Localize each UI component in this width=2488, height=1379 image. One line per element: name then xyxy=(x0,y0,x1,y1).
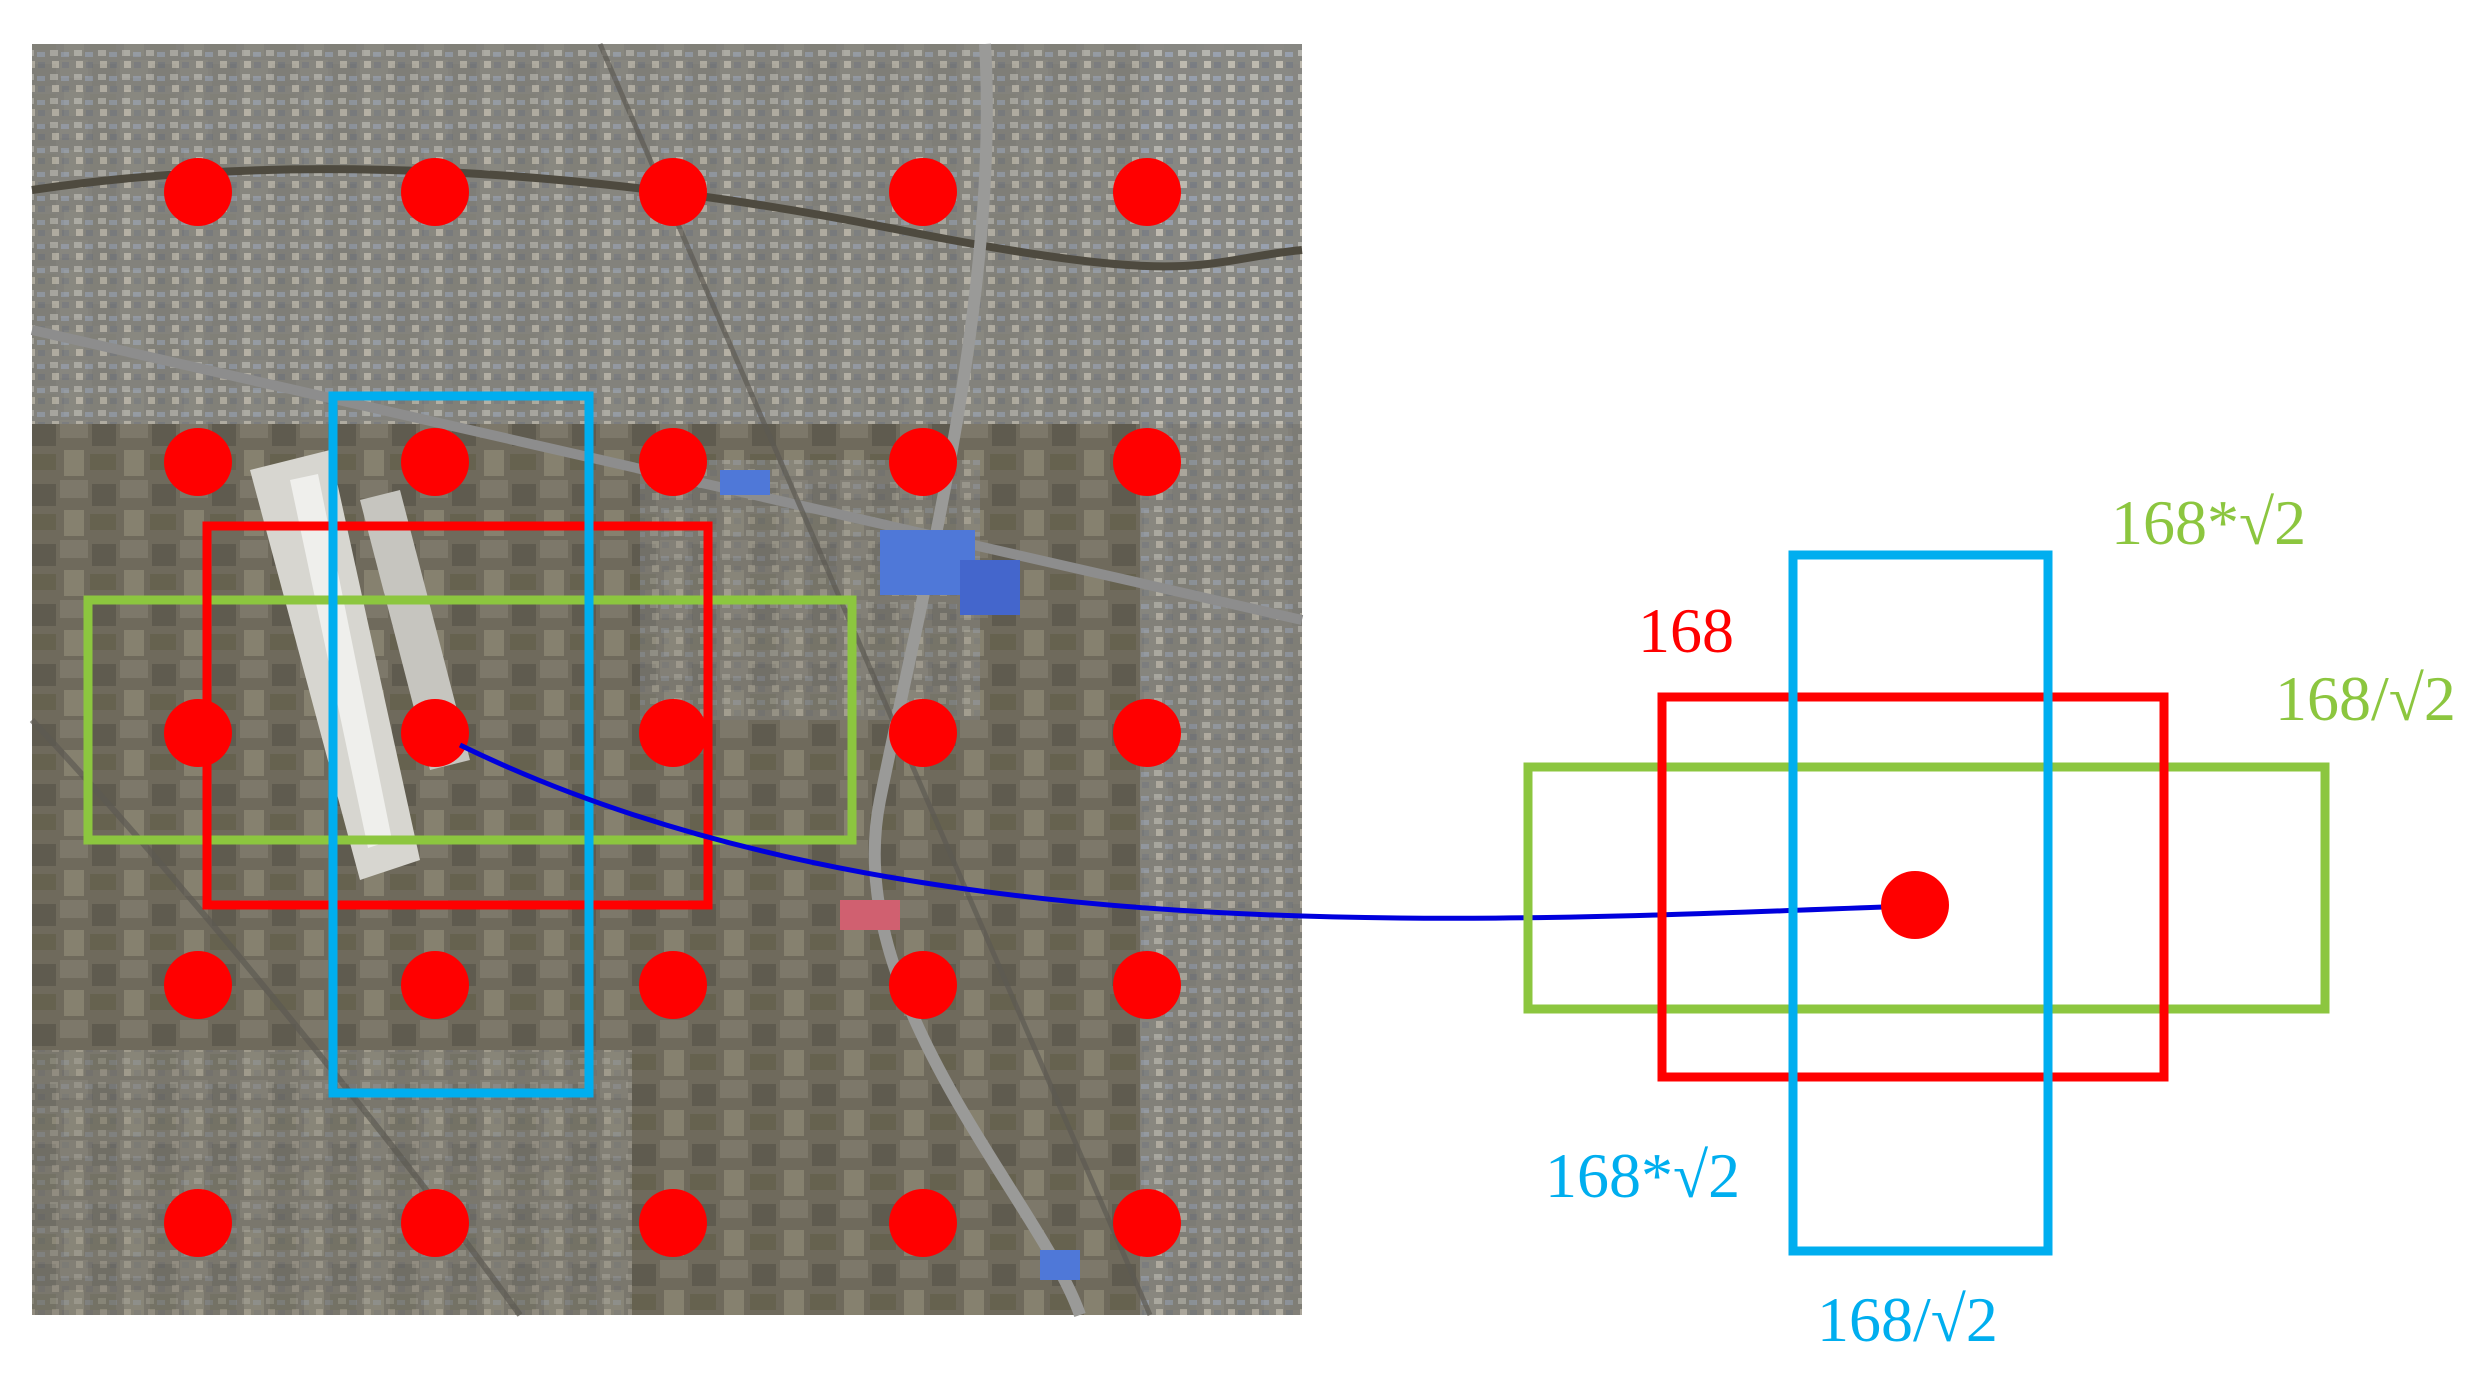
highlighted-anchor-point xyxy=(401,699,469,767)
anchor-point xyxy=(401,428,469,496)
anchor-point xyxy=(164,951,232,1019)
satellite-image xyxy=(29,43,1304,1317)
anchor-point xyxy=(401,1189,469,1257)
anchor-point xyxy=(401,158,469,226)
image-box-tall xyxy=(328,391,594,1098)
label-square-side: 168 xyxy=(1638,595,1734,666)
anchor-point xyxy=(889,428,957,496)
connector-curve xyxy=(458,742,1916,921)
image-box-wide xyxy=(83,595,857,845)
label-wide-height: 168/√2 xyxy=(2275,663,2456,734)
anchor-point xyxy=(164,428,232,496)
anchor-point xyxy=(639,428,707,496)
anchor-point xyxy=(1113,699,1181,767)
detail-center-point xyxy=(1881,871,1949,939)
detail-anchor-boxes xyxy=(1523,550,2330,1256)
label-tall-width: 168/√2 xyxy=(1817,1284,1998,1355)
anchor-point xyxy=(401,951,469,1019)
anchor-point xyxy=(639,951,707,1019)
anchor-point xyxy=(164,158,232,226)
anchor-point xyxy=(889,158,957,226)
anchor-point xyxy=(1113,158,1181,226)
anchor-point xyxy=(639,699,707,767)
detail-box-square xyxy=(1657,692,2169,1082)
anchor-point xyxy=(164,699,232,767)
detail-box-wide xyxy=(1523,762,2330,1014)
anchor-point xyxy=(889,1189,957,1257)
anchor-point xyxy=(1113,428,1181,496)
detail-box-tall xyxy=(1788,550,2053,1256)
anchor-point xyxy=(639,1189,707,1257)
anchor-point xyxy=(1113,951,1181,1019)
anchor-point xyxy=(639,158,707,226)
anchor-point xyxy=(164,1189,232,1257)
label-tall-height: 168*√2 xyxy=(1545,1140,1740,1211)
anchor-point xyxy=(889,699,957,767)
label-wide-width: 168*√2 xyxy=(2111,487,2306,558)
anchor-point xyxy=(889,951,957,1019)
anchor-point xyxy=(1113,1189,1181,1257)
anchor-grid xyxy=(164,158,1181,1257)
